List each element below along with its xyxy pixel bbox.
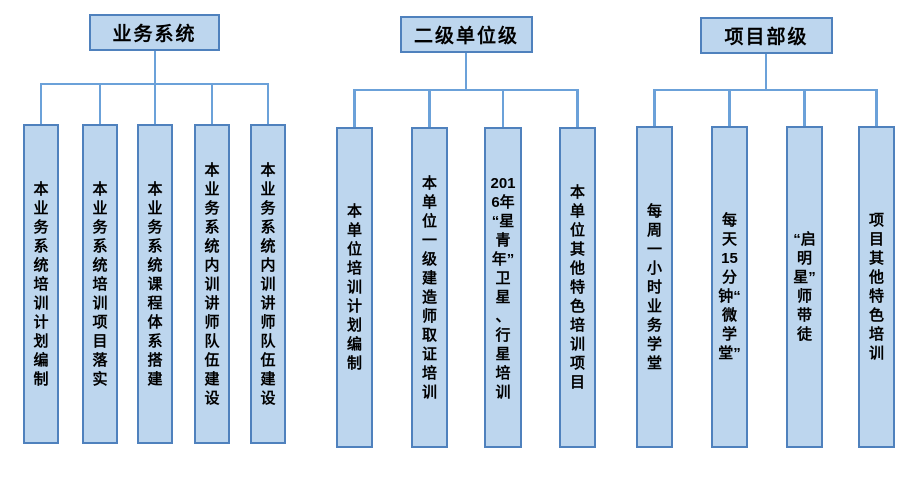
connector-drop [266,83,270,125]
item-label: 本 单 位 一 级 建 造 师 取 证 培 训 [421,174,437,401]
item-label: 本 业 务 系 统 培 训 项 目 落 实 [92,180,108,388]
connector-drop [728,89,731,128]
item-label: 项 目 其 他 特 色 培 训 [868,212,884,362]
connector-bus [353,89,579,92]
item-box: 本 业 务 系 统 内 训 讲 师 队 伍 建 设 [194,124,230,444]
connector-drop [353,89,356,129]
item-label: “启 明 星” 师 带 徒 [793,231,816,343]
connector-drop [428,89,431,129]
item-label: 本 业 务 系 统 培 训 计 划 编 制 [33,180,49,388]
item-label: 201 6年 “星 青 年” 卫 星 、 行 星 培 训 [490,174,516,401]
connector-drop [153,83,157,125]
item-box: 本 业 务 系 统 内 训 讲 师 队 伍 建 设 [250,124,286,444]
item-box: 每 天 15 分 钟“ 微 学 堂” [711,126,748,448]
connector-drop [98,83,102,125]
item-box: 本 业 务 系 统 培 训 计 划 编 制 [23,124,59,444]
group-header-box: 二级单位级 [400,16,533,53]
item-label: 每 天 15 分 钟“ 微 学 堂” [718,212,741,362]
item-box: 本 业 务 系 统 课 程 体 系 搭 建 [137,124,173,444]
connector-drop [501,89,505,129]
item-box: 本 单 位 一 级 建 造 师 取 证 培 训 [411,127,448,448]
connector-drop [39,83,43,125]
group-title: 业务系统 [112,24,197,45]
item-box: 项 目 其 他 特 色 培 训 [858,126,895,448]
item-box: 本 业 务 系 统 培 训 项 目 落 实 [82,124,118,444]
connector-stem [464,53,468,90]
group-header-box: 项目部级 [700,17,833,54]
item-box: 本 单 位 其 他 特 色 培 训 项 目 [559,127,596,448]
connector-stem [153,51,157,84]
item-label: 本 单 位 培 训 计 划 编 制 [346,203,362,372]
group-title: 项目部级 [724,27,809,48]
group-header-box: 业务系统 [89,14,220,51]
connector-drop [576,89,579,129]
item-box: “启 明 星” 师 带 徒 [786,126,823,448]
item-label: 每 周 一 小 时 业 务 学 堂 [646,202,662,372]
item-label: 本 业 务 系 统 课 程 体 系 搭 建 [147,180,163,388]
item-label: 本 业 务 系 统 内 训 讲 师 队 伍 建 设 [204,161,220,407]
item-label: 本 业 务 系 统 内 训 讲 师 队 伍 建 设 [260,161,276,407]
item-box: 201 6年 “星 青 年” 卫 星 、 行 星 培 训 [484,127,522,448]
connector-bus [653,89,878,92]
connector-drop [803,89,806,128]
connector-drop [210,83,214,125]
connector-stem [764,54,768,90]
group-title: 二级单位级 [413,26,519,47]
item-label: 本 单 位 其 他 特 色 培 训 项 目 [569,184,585,391]
connector-drop [653,89,656,128]
item-box: 每 周 一 小 时 业 务 学 堂 [636,126,673,448]
item-box: 本 单 位 培 训 计 划 编 制 [336,127,373,448]
connector-drop [875,89,878,128]
